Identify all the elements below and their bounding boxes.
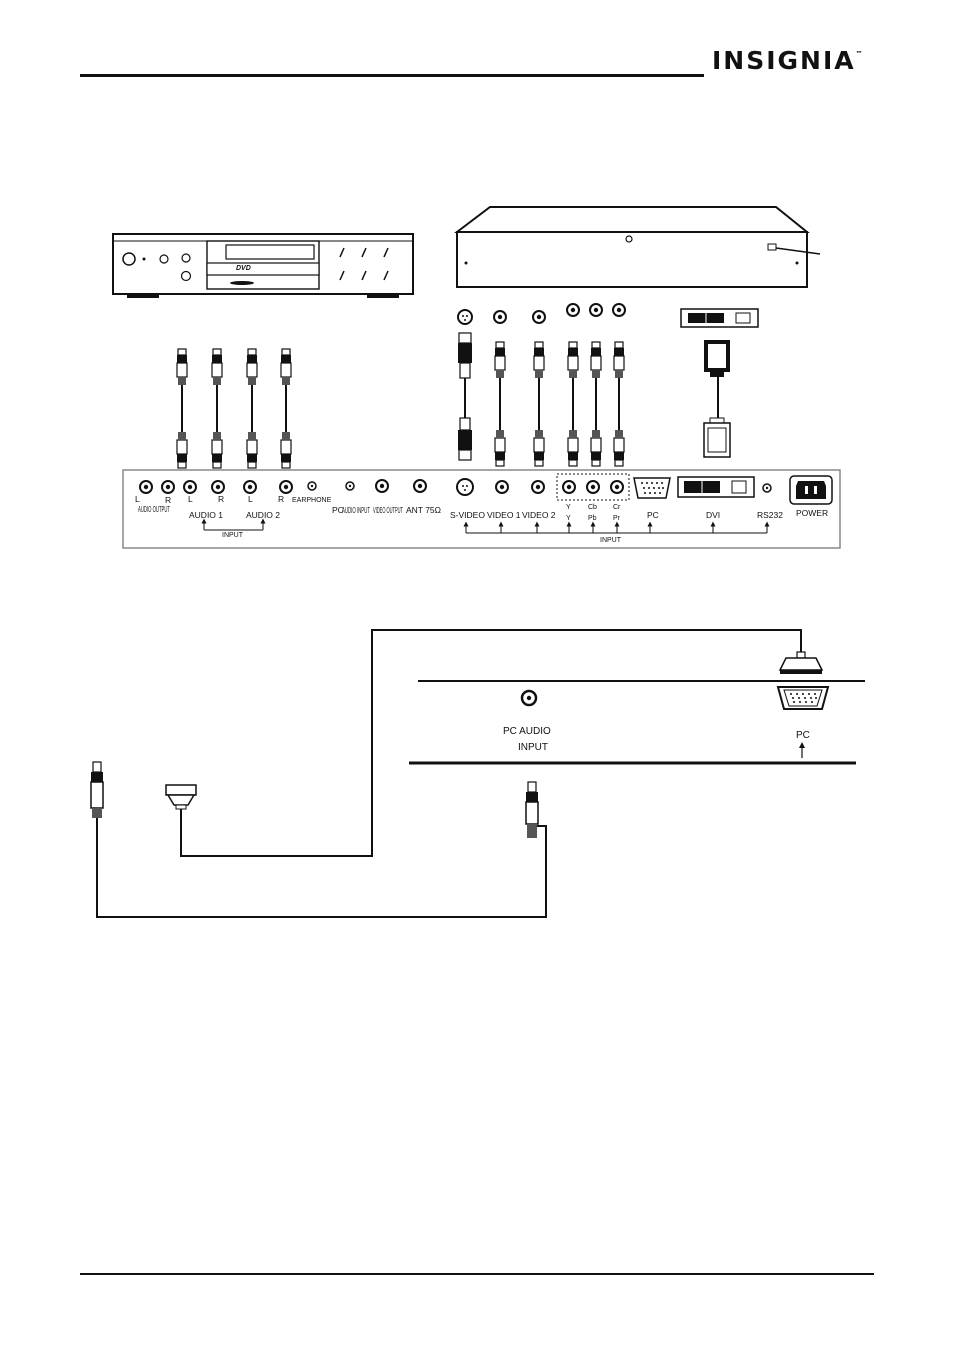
dvi-cable (703, 340, 731, 458)
detail-pc-audio: PC AUDIO (503, 726, 551, 737)
video-cables (464, 374, 719, 432)
label-video2: VIDEO 2 (522, 510, 556, 520)
brand-name: INSIGNIA (712, 46, 856, 75)
detail-pc: PC (796, 730, 810, 741)
label-audio-1: AUDIO 1 (189, 510, 223, 520)
label-earphone: EARPHONE (292, 497, 332, 504)
label-video1: VIDEO 1 (487, 510, 521, 520)
pc-connection-detail: PC AUDIO INPUT PC (90, 629, 865, 918)
label-audio2-r: R (278, 494, 284, 504)
label-pr: Pr (613, 515, 621, 522)
label-audio-input-pc: AUDIO INPUT (342, 505, 370, 515)
footer-rule (80, 1273, 874, 1275)
label-pb: Pb (588, 515, 597, 522)
box-output-jacks (457, 303, 759, 328)
label-y-bottom: Y (566, 515, 571, 522)
label-cr: Cr (613, 504, 621, 511)
label-audio2-l: L (248, 494, 253, 504)
svideo-cable (458, 332, 472, 461)
label-pc-port: PC (647, 510, 659, 520)
label-cb: Cb (588, 504, 597, 511)
brand-logo: INSIGNIA™ (712, 46, 863, 75)
label-y-top: Y (566, 504, 571, 511)
label-svideo: S-VIDEO (450, 510, 485, 520)
label-audio-output: AUDIO OUTPUT (138, 504, 170, 514)
set-top-box (454, 206, 821, 288)
label-audio-2: AUDIO 2 (246, 510, 280, 520)
label-rs232: RS232 (757, 510, 783, 520)
label-audio1-r: R (218, 494, 224, 504)
tv-back-panel: L R AUDIO OUTPUT L R L R AUDIO 1 AUDIO 2… (122, 469, 841, 549)
label-power: POWER (796, 508, 828, 518)
label-pc: PC (332, 505, 344, 515)
dvd-logo: DVD (236, 265, 251, 272)
brand-trademark: ™ (855, 50, 863, 58)
label-dvi: DVI (706, 510, 720, 520)
label-ant: ANT 75Ω (406, 505, 441, 515)
label-audio1-l: L (188, 494, 193, 504)
header-rule (80, 74, 704, 77)
label-video-output: VIDEO OUTPUT (373, 505, 403, 515)
detail-input: INPUT (518, 742, 548, 753)
label-video-input: INPUT (600, 537, 622, 544)
label-audio-out-r: R (165, 495, 171, 505)
audio-cables (181, 385, 287, 432)
label-audio-input: INPUT (222, 532, 244, 539)
label-audio-out-l: L (135, 494, 140, 504)
dvd-player: DVD (112, 233, 414, 298)
